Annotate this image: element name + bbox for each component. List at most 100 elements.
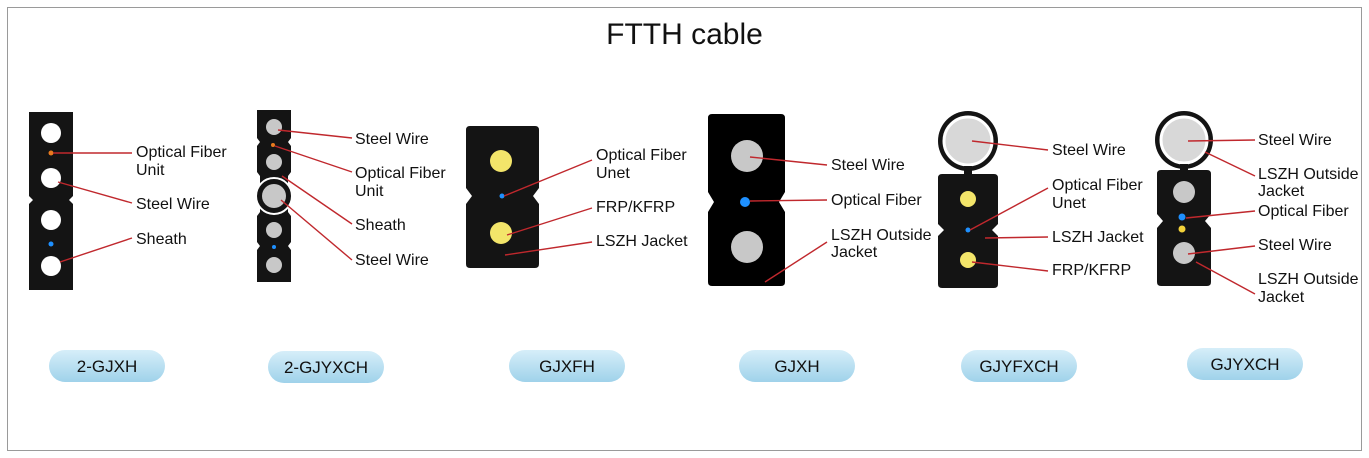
pill-label: GJYXCH — [1211, 355, 1280, 374]
leader-line — [1187, 139, 1256, 142]
leader-line — [1204, 151, 1256, 177]
leader-line — [984, 236, 1049, 239]
label-lszh-outside: LSZH Outside — [1258, 271, 1359, 288]
leader-line — [280, 199, 353, 261]
leader-line — [57, 181, 133, 204]
neck — [1180, 164, 1188, 172]
steel-wire — [266, 154, 282, 170]
pill-gjyfxch: GJYFXCH — [961, 350, 1077, 382]
steel-wire — [942, 115, 994, 167]
pill-2-gjyxch: 2-GJYXCH — [268, 351, 384, 383]
label-frp-kfrp: FRP/KFRP — [596, 199, 675, 216]
frp-rod — [960, 191, 976, 207]
fiber-dot — [965, 227, 971, 233]
leader-line — [749, 199, 828, 202]
fiber-dot — [1178, 213, 1186, 221]
label-lszh-jacket: LSZH Jacket — [596, 233, 688, 250]
leader-line — [503, 159, 593, 197]
fiber-dot — [48, 150, 54, 156]
leader-line — [1185, 210, 1256, 219]
fiber-dot — [48, 241, 54, 247]
cable-gjxfh: Optical Fiber Unet FRP/KFRP LSZH Jacket — [466, 126, 688, 268]
label-lszh-outside: LSZH Outside — [831, 227, 932, 244]
label-steel-wire: Steel Wire — [1258, 132, 1332, 149]
pill-2-gjxh: 2-GJXH — [49, 350, 165, 382]
label-jacket: Jacket — [1258, 289, 1305, 306]
label-unit: Unit — [355, 183, 384, 200]
label-lszh-jacket: LSZH Jacket — [1052, 229, 1144, 246]
slide-frame — [7, 7, 1362, 451]
label-optical-fiber: Optical Fiber — [1052, 177, 1143, 194]
label-optical-fiber: Optical Fiber — [136, 144, 227, 161]
pill-gjxh: GJXH — [739, 350, 855, 382]
label-optical-fiber: Optical Fiber — [1258, 203, 1349, 220]
frp-rod — [490, 222, 512, 244]
leader-line — [969, 187, 1049, 231]
label-steel-wire: Steel Wire — [355, 131, 429, 148]
leader-line — [971, 140, 1049, 151]
cable-gjyfxch: Steel Wire Optical Fiber Unet LSZH Jacke… — [938, 111, 1144, 288]
leader-line — [281, 175, 353, 225]
leader-line — [274, 145, 353, 173]
frp-rod — [490, 150, 512, 172]
pill-gjxfh: GJXFH — [509, 350, 625, 382]
steel-wire — [731, 231, 763, 263]
label-optical-fiber: Optical Fiber — [596, 147, 687, 164]
leader-line — [1195, 261, 1256, 295]
label-sheath: Sheath — [355, 217, 406, 234]
fiber-dot — [271, 143, 275, 147]
steel-wire — [266, 222, 282, 238]
slide-title: FTTH cable — [606, 18, 763, 51]
steel-wire — [731, 140, 763, 172]
label-steel-wire: Steel Wire — [831, 157, 905, 174]
label-unet: Unet — [1052, 195, 1086, 212]
steel-wire — [1173, 181, 1195, 203]
label-steel-wire: Steel Wire — [1258, 237, 1332, 254]
pill-gjyxch: GJYXCH — [1187, 348, 1303, 380]
steel-wire — [41, 123, 61, 143]
steel-wire — [41, 256, 61, 276]
leader-line — [971, 261, 1049, 272]
cable-2-gjxh: Optical Fiber Unit Steel Wire Sheath — [29, 112, 227, 290]
cable-gjxh: Steel Wire Optical Fiber LSZH Outside Ja… — [708, 114, 932, 286]
label-optical-fiber: Optical Fiber — [355, 165, 446, 182]
label-steel-wire: Steel Wire — [136, 196, 210, 213]
steel-wire — [41, 168, 61, 188]
cable-gjyxch: Steel Wire LSZH Outside Jacket Optical F… — [1155, 111, 1359, 306]
fiber-dot — [1178, 225, 1186, 233]
label-lszh-outside: LSZH Outside — [1258, 166, 1359, 183]
neck — [964, 166, 972, 176]
cable-2-gjxh-body — [29, 112, 73, 290]
leader-line — [749, 156, 828, 166]
steel-wire — [1173, 242, 1195, 264]
steel-wire — [262, 184, 286, 208]
label-frp-kfrp: FRP/KFRP — [1052, 262, 1131, 279]
leader-line — [277, 129, 353, 139]
label-steel-wire: Steel Wire — [1052, 142, 1126, 159]
pill-label: 2-GJYXCH — [284, 358, 368, 377]
label-unet: Unet — [596, 165, 630, 182]
leader-line — [504, 241, 593, 256]
fiber-dot — [272, 245, 276, 249]
label-sheath: Sheath — [136, 231, 187, 248]
leader-line — [1187, 245, 1256, 255]
label-steel-wire: Steel Wire — [355, 252, 429, 269]
frp-rod — [960, 252, 976, 268]
label-jacket: Jacket — [1258, 183, 1305, 200]
label-unit: Unit — [136, 162, 165, 179]
label-jacket: Jacket — [831, 244, 878, 261]
pill-label: GJXH — [774, 357, 819, 376]
steel-wire — [1159, 115, 1209, 165]
label-optical-fiber: Optical Fiber — [831, 192, 922, 209]
leader-line — [59, 237, 133, 263]
pill-label: 2-GJXH — [77, 357, 137, 376]
cable-2-gjyxch: Steel Wire Optical Fiber Unit Sheath Ste… — [255, 110, 446, 282]
steel-wire — [266, 119, 282, 135]
steel-wire — [41, 210, 61, 230]
fiber-dot — [740, 197, 750, 207]
steel-wire — [266, 257, 282, 273]
leader-line — [506, 207, 593, 236]
leader-line — [764, 241, 828, 283]
pill-label: GJXFH — [539, 357, 595, 376]
